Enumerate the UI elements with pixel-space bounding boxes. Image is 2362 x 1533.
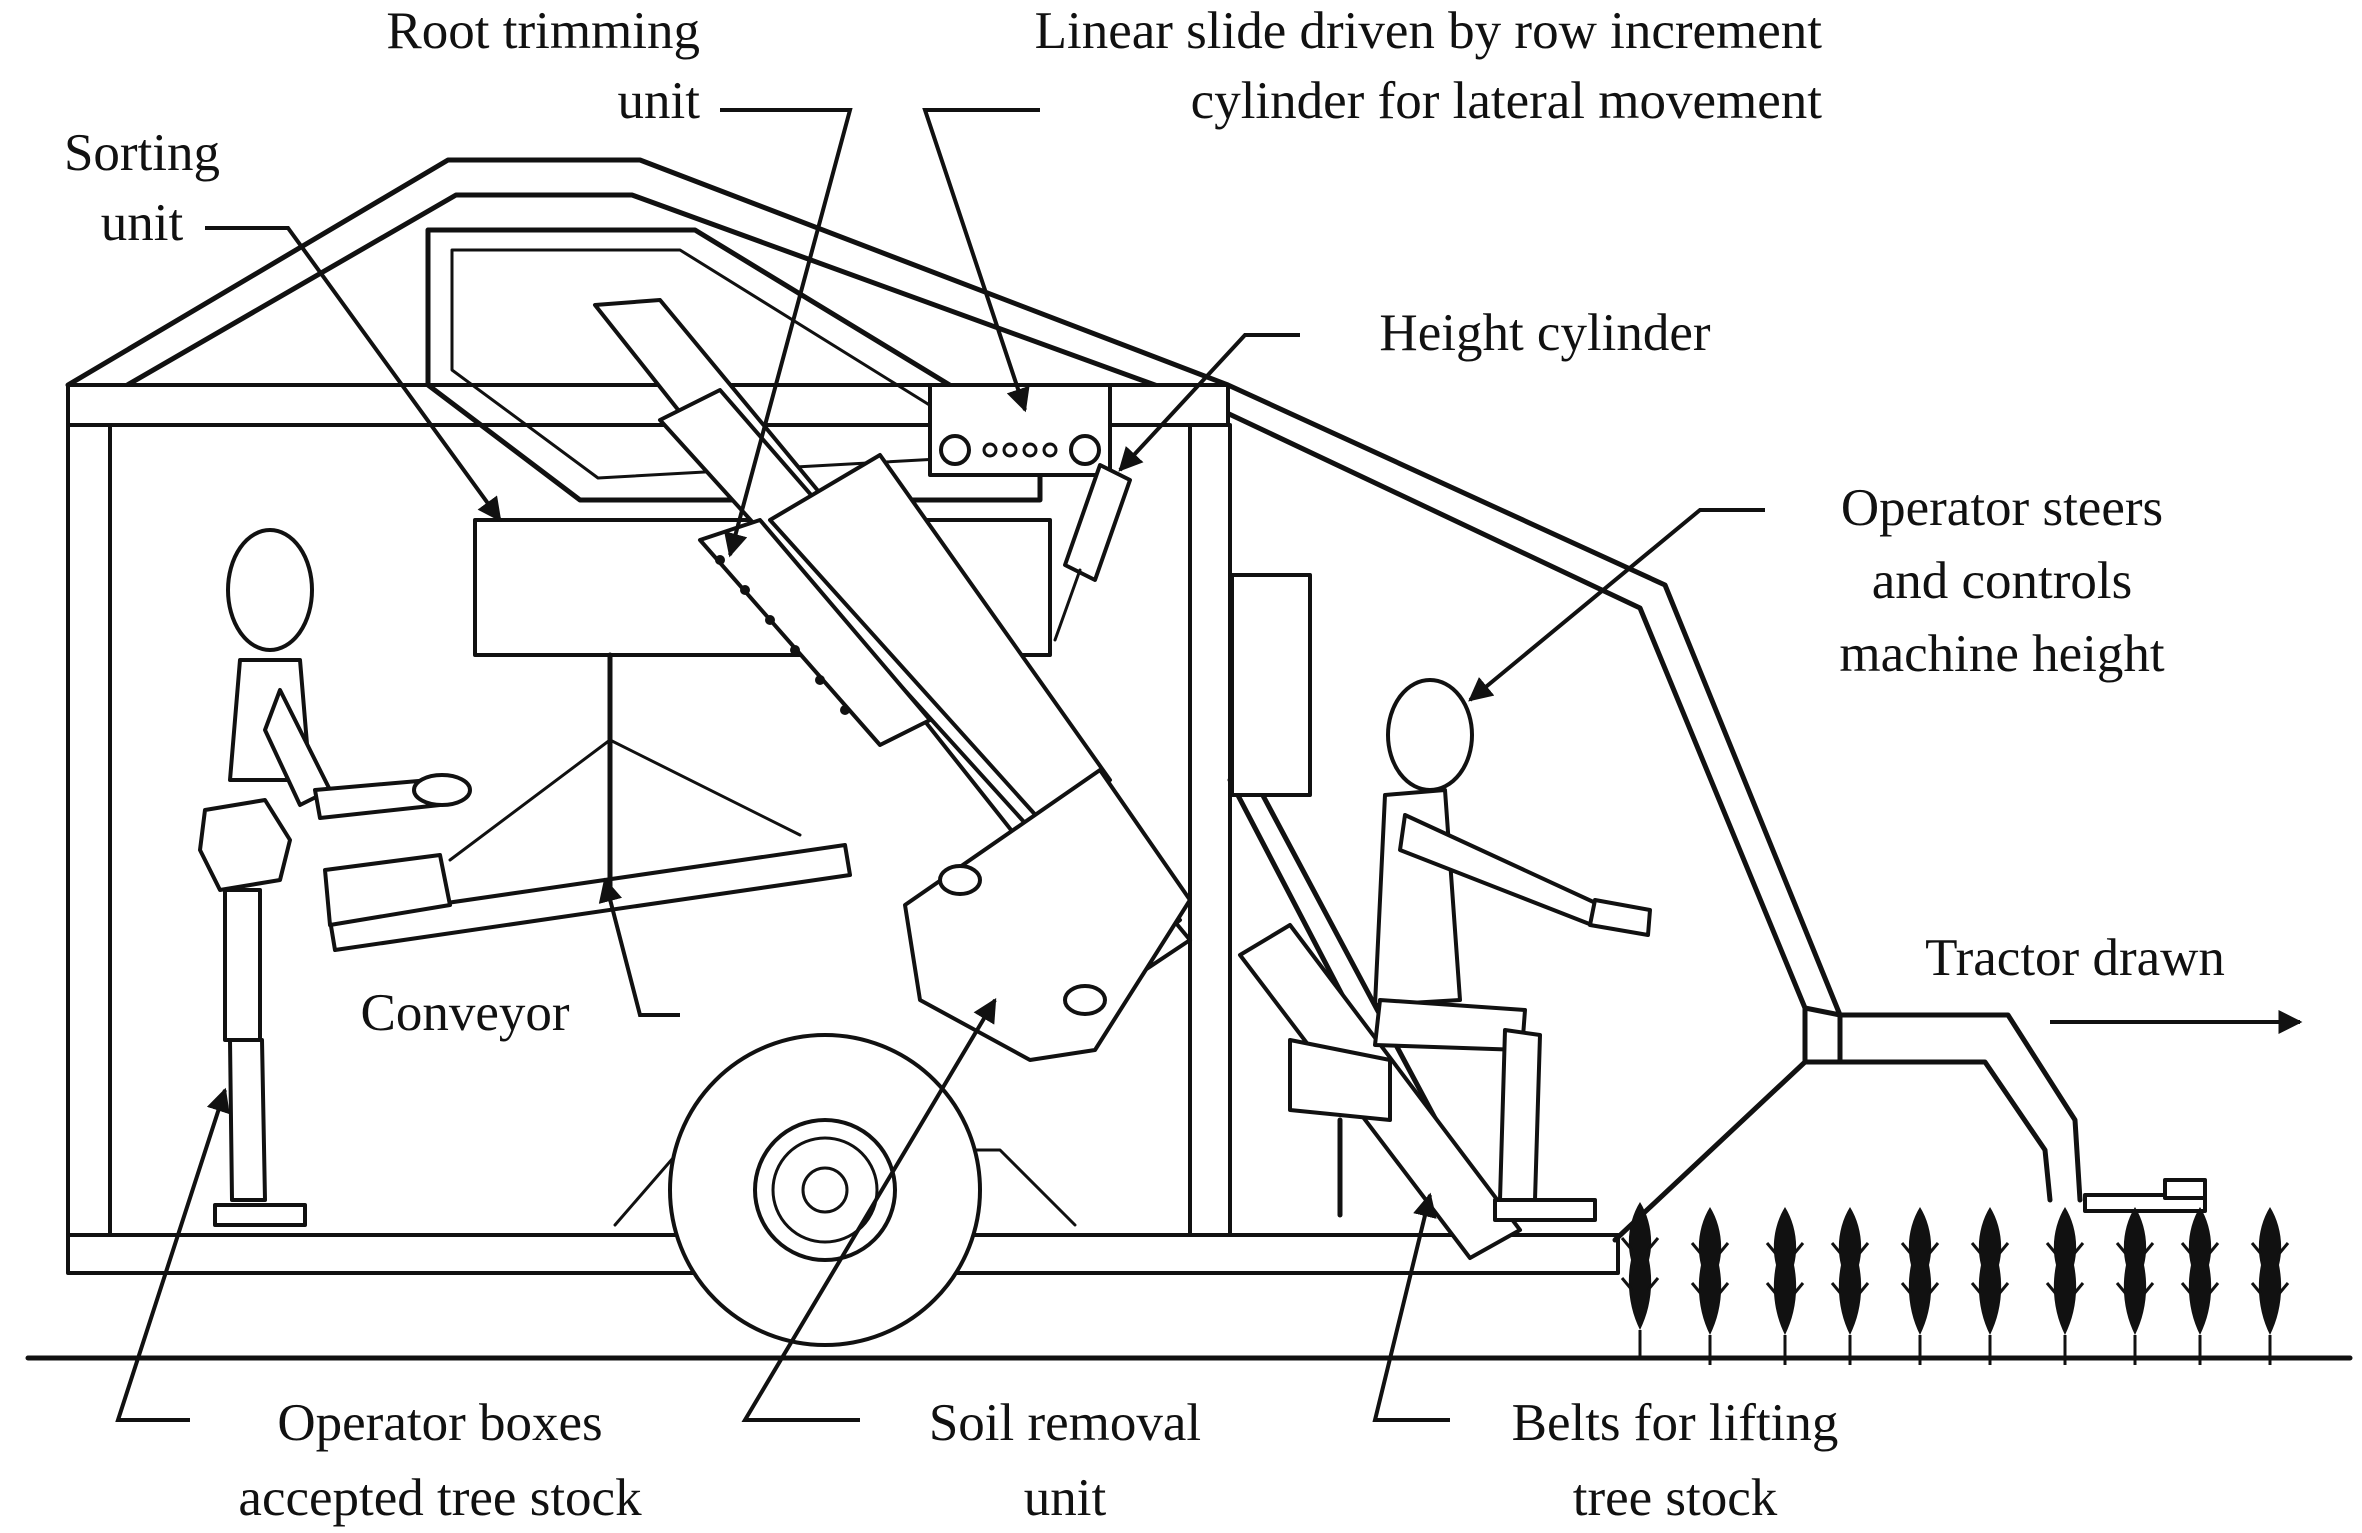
label-root-trimming-line2: unit — [618, 72, 701, 130]
seated-operator-figure — [1288, 678, 1652, 1222]
wheel — [613, 1033, 1077, 1347]
label-belts-lifting-line2: tree stock — [1573, 1469, 1778, 1527]
label-operator-steers-line3: machine height — [1839, 625, 2165, 683]
label-linear-slide-line2: cylinder for lateral movement — [1191, 72, 1823, 130]
soil-removal-unit — [903, 768, 1192, 1062]
label-conveyor: Conveyor — [360, 984, 569, 1042]
label-operator-steers-line2: and controls — [1872, 552, 2133, 610]
label-operator-boxes-line2: accepted tree stock — [238, 1469, 642, 1527]
control-box — [1230, 573, 1312, 797]
machine-frame — [65, 157, 2207, 1275]
label-soil-removal-line2: unit — [1024, 1469, 1107, 1527]
sorting-conveyor — [323, 652, 852, 952]
label-soil-removal-line1: Soil removal — [929, 1394, 1201, 1452]
label-operator-steers-line1: Operator steers — [1841, 479, 2163, 537]
label-height-cylinder: Height cylinder — [1379, 304, 1710, 362]
label-tractor-drawn: Tractor drawn — [1925, 929, 2225, 987]
label-sorting-unit-line2: unit — [101, 194, 184, 252]
tree-seedlings — [1620, 1200, 2290, 1367]
label-operator-boxes-line1: Operator boxes — [277, 1394, 602, 1452]
standing-operator-figure — [198, 528, 472, 1227]
label-linear-slide-line1: Linear slide driven by row increment — [1035, 2, 1823, 60]
label-sorting-unit-line1: Sorting — [64, 124, 220, 182]
label-root-trimming-line1: Root trimming — [386, 2, 700, 60]
label-belts-lifting-line1: Belts for lifting — [1512, 1394, 1839, 1452]
leader-lines — [115, 108, 1765, 1422]
